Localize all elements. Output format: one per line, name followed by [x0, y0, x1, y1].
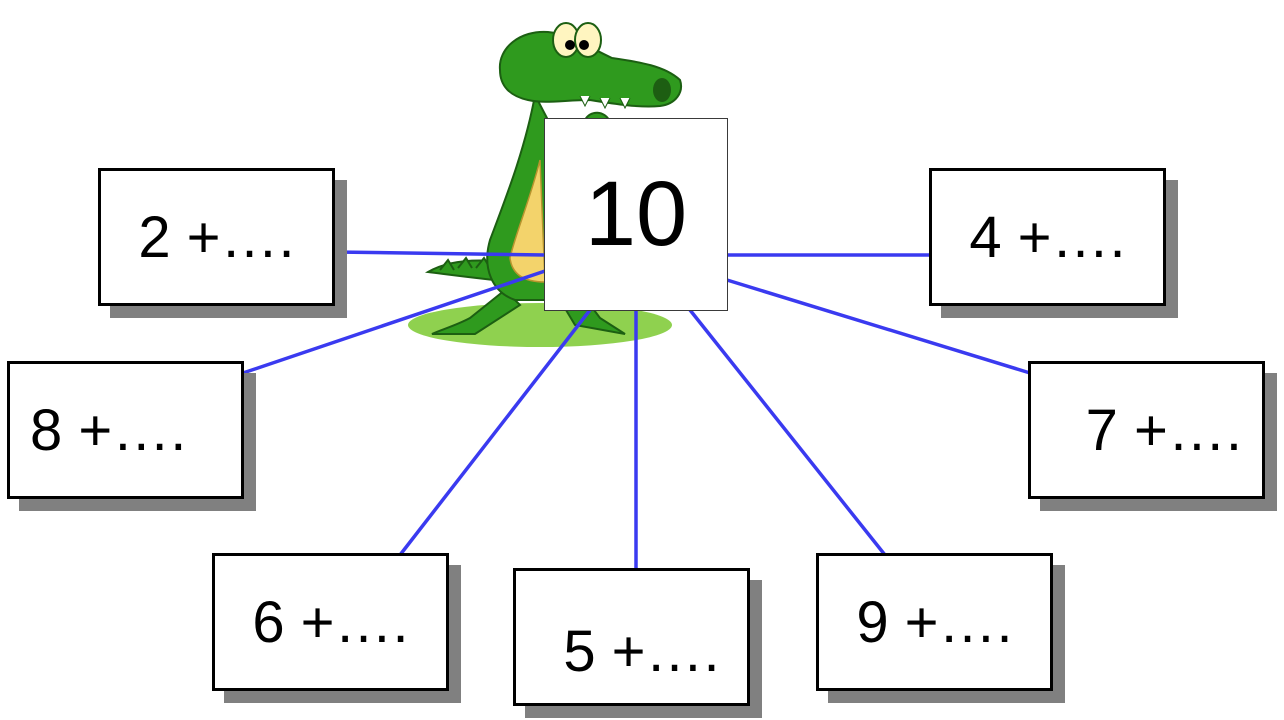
connector-lines — [242, 250, 1031, 570]
addend-box-9: 9 +…. — [816, 553, 1053, 691]
addend-box-5: 5 +…. — [513, 568, 750, 706]
connector-to-7 — [726, 278, 1031, 375]
addend-box-2: 2 +…. — [98, 168, 335, 306]
addend-label: 5 +…. — [563, 619, 720, 684]
addend-label: 6 +…. — [252, 589, 409, 655]
addend-label: 7 +…. — [1085, 397, 1242, 463]
addend-label: 8 +…. — [30, 397, 187, 463]
addend-box-6: 6 +…. — [212, 553, 449, 691]
center-number: 10 — [584, 163, 688, 265]
addend-box-7: 7 +…. — [1028, 361, 1265, 499]
connector-to-8 — [242, 268, 549, 375]
connector-to-9 — [688, 308, 887, 557]
addend-label: 4 +…. — [969, 204, 1126, 270]
center-number-card: 10 — [544, 118, 728, 311]
addend-box-4: 4 +…. — [929, 168, 1166, 306]
addend-label: 2 +…. — [138, 204, 295, 270]
addend-label: 9 +…. — [856, 589, 1013, 655]
connector-to-6 — [398, 308, 592, 557]
connector-to-2 — [333, 250, 546, 257]
addend-box-8: 8 +…. — [7, 361, 244, 499]
